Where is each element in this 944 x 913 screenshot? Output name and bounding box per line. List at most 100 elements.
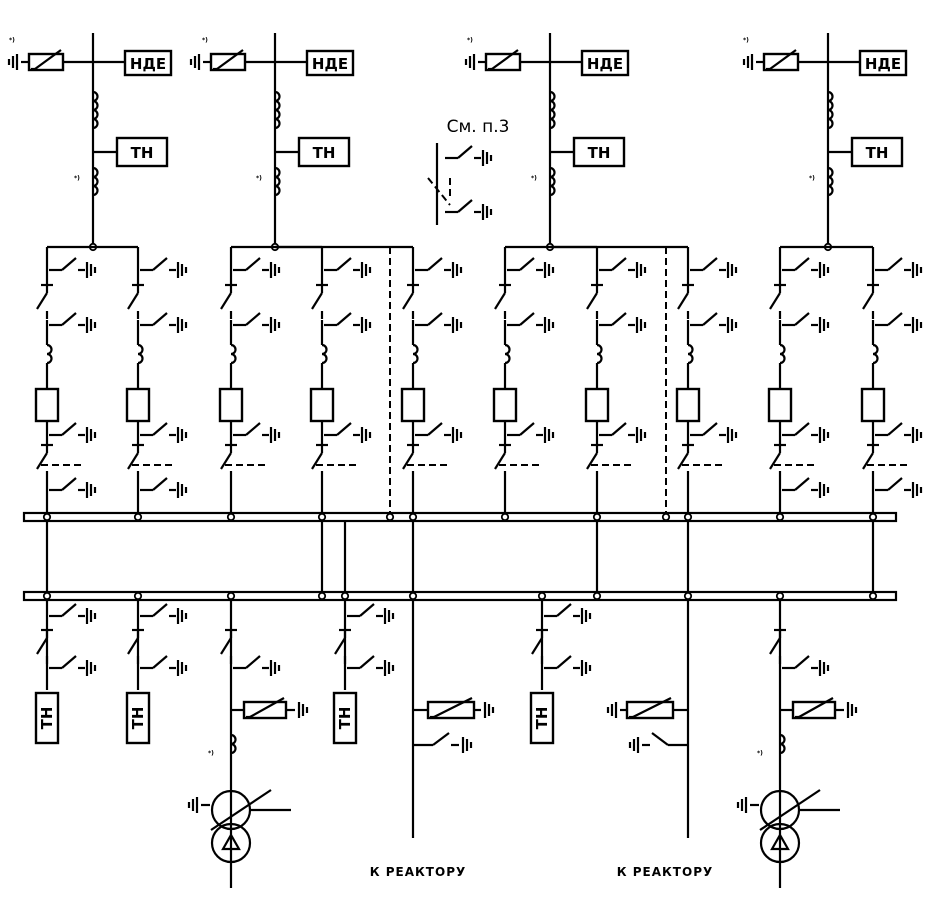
ground-icon — [85, 608, 97, 624]
earthing-switch-icon — [49, 603, 97, 624]
voltage-transformer-label: ТН — [131, 144, 154, 162]
connection-node — [592, 591, 602, 601]
connection-node — [683, 591, 693, 601]
ground-icon — [85, 482, 97, 498]
ground-icon — [176, 317, 188, 333]
ground-icon — [176, 482, 188, 498]
ground-icon — [383, 608, 395, 624]
inductor-coil-icon — [92, 90, 99, 130]
connection-node — [408, 512, 418, 522]
ground-icon — [726, 317, 738, 333]
earthing-switch-icon — [875, 477, 923, 498]
vt-bay-1: ТН — [34, 600, 97, 745]
inductor-coil-icon — [137, 343, 144, 365]
footnote-mark: *) — [256, 175, 262, 182]
inductor-coil-icon — [46, 343, 53, 365]
earthing-switch-icon — [324, 257, 372, 278]
busbar-lower — [22, 590, 898, 602]
ground-icon — [606, 702, 618, 718]
reactor-bay-1 — [413, 697, 495, 753]
earthing-switch-icon — [599, 257, 647, 278]
bus-tie — [775, 591, 785, 601]
disconnector-icon — [220, 443, 237, 479]
earthing-switch-icon — [782, 257, 830, 278]
voltage-transformer-label: ТН — [313, 144, 336, 162]
earthing-switch-icon — [140, 655, 188, 676]
earthing-switch-icon — [140, 312, 188, 333]
circuit-breaker-icon — [675, 387, 701, 423]
surge-arrester-icon — [242, 697, 288, 720]
surge-arrester-icon — [484, 49, 522, 72]
ground-icon — [543, 317, 555, 333]
circuit-breaker-icon — [400, 387, 426, 423]
earthing-switch-icon — [347, 603, 395, 624]
ground-icon — [269, 660, 281, 676]
transformer-winding-delta — [210, 822, 252, 864]
vt-bay-2: ТН — [125, 600, 188, 745]
delta-icon — [221, 832, 241, 851]
connection-node — [42, 591, 52, 601]
disconnector-icon — [220, 283, 237, 319]
ground-icon — [85, 427, 97, 443]
note-text: См. п.3 — [447, 117, 510, 137]
surge-arrester-icon — [27, 49, 65, 72]
ground-icon — [360, 262, 372, 278]
footnote-mark: *) — [531, 175, 537, 182]
vt-bay-4: ТН — [529, 600, 592, 745]
switchgear-cell-1 — [34, 245, 97, 522]
earthing-switch-icon — [49, 655, 97, 676]
ground-icon — [187, 797, 199, 813]
inductor-coil-icon — [596, 343, 603, 365]
bus-tie — [42, 521, 52, 601]
ground-icon — [461, 737, 473, 753]
ground-icon — [742, 54, 754, 70]
earthing-switch-icon — [782, 477, 830, 498]
disconnector-icon — [127, 628, 144, 664]
connection-node — [42, 512, 52, 522]
earthing-switch-icon — [875, 257, 923, 278]
connection-node — [133, 591, 143, 601]
earthing-switch-icon — [544, 655, 592, 676]
circuit-breaker-icon — [492, 387, 518, 423]
ground-icon — [911, 262, 923, 278]
surge-arrester-icon — [426, 697, 476, 720]
ground-icon — [580, 660, 592, 676]
earthing-switch-icon — [507, 422, 555, 443]
circuit-breaker-icon — [309, 387, 335, 423]
earthing-switch-icon — [782, 422, 830, 443]
transformer-bay-1: *) — [187, 600, 309, 888]
circuit-breaker-icon — [584, 387, 610, 423]
earthing-switch-icon — [324, 422, 372, 443]
circuit-breaker-icon — [767, 387, 793, 423]
earthing-switch-icon — [233, 312, 281, 333]
nde-device-label: НДЕ — [865, 55, 901, 73]
switchgear-cell-10 — [828, 245, 923, 522]
connection-node — [500, 512, 510, 522]
earthing-switch-icon — [140, 603, 188, 624]
note-group: См. п.3 — [447, 117, 510, 137]
switchgear-cell-8 — [550, 245, 738, 522]
bus-tie — [133, 591, 143, 601]
connection-node — [592, 512, 602, 522]
ground-icon — [451, 317, 463, 333]
ground-icon — [176, 660, 188, 676]
ground-icon — [360, 317, 372, 333]
ground-icon — [726, 427, 738, 443]
transformer-bay-2: *) — [736, 600, 858, 888]
inductor-coil-icon — [827, 166, 834, 197]
earthing-switch-icon — [233, 257, 281, 278]
bus-tie — [537, 591, 547, 601]
connection-node — [408, 591, 418, 601]
earthing-switch-icon — [49, 422, 97, 443]
disconnector-icon — [677, 443, 694, 479]
bus-voltage-transformer: ТН — [34, 691, 60, 745]
earthing-switch-icon — [140, 257, 188, 278]
connection-node — [226, 591, 236, 601]
earthing-switch-icon — [599, 312, 647, 333]
ground-icon — [635, 427, 647, 443]
earthing-switch-icon — [445, 199, 493, 220]
bus-voltage-transformer-label: ТН — [38, 707, 56, 730]
ground-icon — [543, 427, 555, 443]
footnote-mark: *) — [74, 175, 80, 182]
